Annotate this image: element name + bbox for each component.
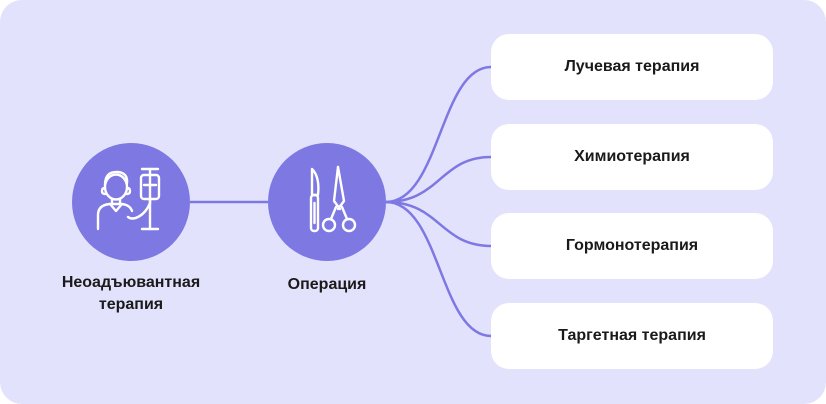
connector-to-hormone [385,200,492,248]
connector-to-targeted [385,200,492,338]
branch-targeted-therapy: Таргетная терапия [491,303,773,369]
patient-iv-drip-icon [96,167,161,231]
branch-radiation-therapy: Лучевая терапия [491,34,773,100]
surgical-instruments-icon [309,165,357,233]
connector-to-chemo [385,155,492,204]
node-neoadjuvant-circle [72,143,190,261]
node-surgery-circle [268,143,386,261]
node-surgery-label: Операция [287,276,367,293]
node-neoadjuvant-label: Неоадъювантная терапия [61,274,201,313]
branch-chemotherapy: Химиотерапия [491,124,773,190]
connector-to-radiation [385,65,492,204]
branch-hormone-therapy: Гормонотерапия [491,213,773,279]
